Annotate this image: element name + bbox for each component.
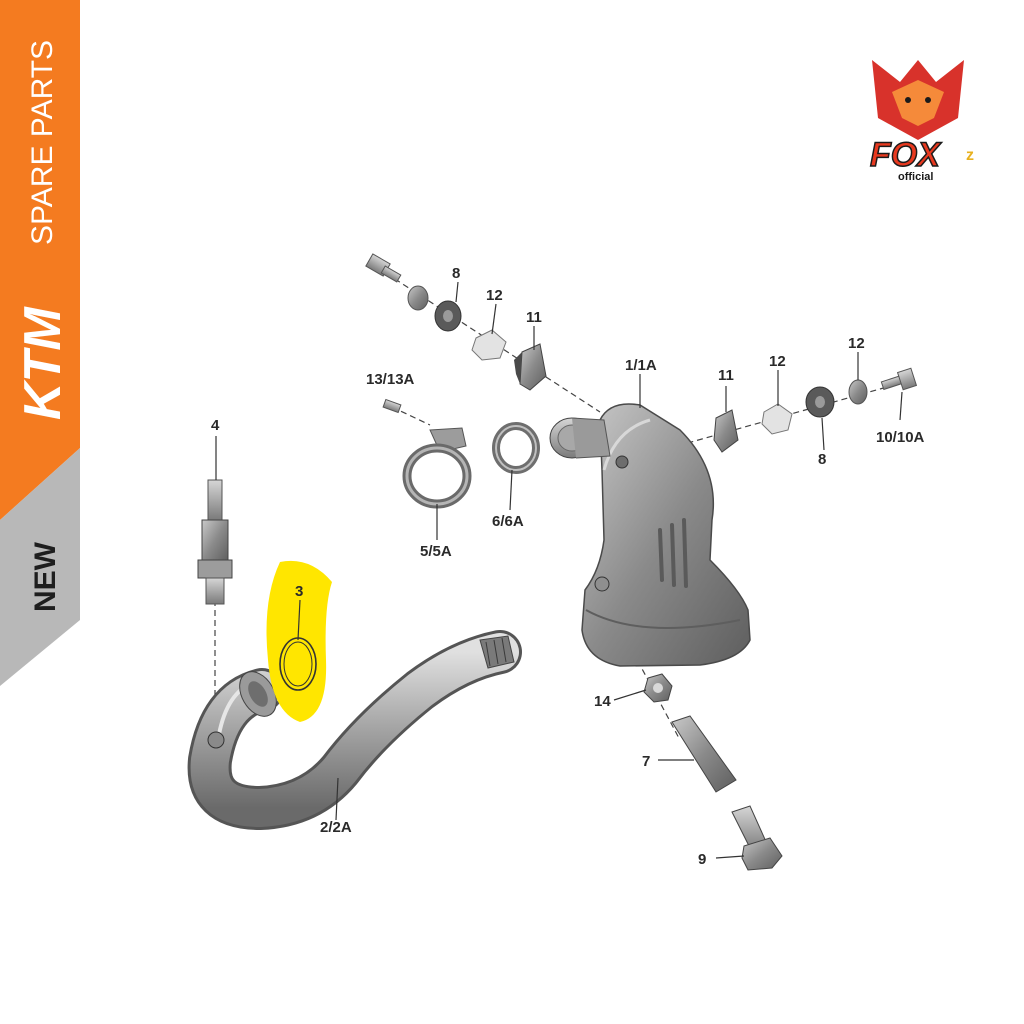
clamp-13-13a	[382, 398, 402, 414]
right-hardware-stack	[713, 367, 918, 453]
spacer-7	[671, 715, 737, 793]
callout-14: 14	[594, 693, 611, 710]
callout-7: 7	[642, 753, 650, 770]
banner-category-text: SPARE PARTS	[26, 40, 59, 245]
fox-logo-tag: official	[898, 171, 933, 183]
bracket-11b	[713, 409, 739, 453]
left-banner: KTM SPARE PARTS NEW	[0, 0, 80, 686]
callout-8b: 8	[818, 451, 826, 468]
fox-logo-superscript: z	[966, 147, 974, 164]
callout-6-6a: 6/6A	[492, 513, 524, 530]
callout-5-5a: 5/5A	[420, 543, 452, 560]
upper-hardware-stack	[365, 253, 547, 391]
callout-11a: 11	[526, 309, 542, 326]
bolt-10-10a	[880, 367, 918, 391]
fox-watermark-logo: FOX z official	[862, 48, 978, 183]
bolt-top	[365, 253, 402, 283]
callout-12c: 12	[848, 335, 865, 352]
banner-orange-section	[0, 0, 80, 520]
clamp-5-5a	[402, 427, 472, 509]
fox-logo-text: FOX	[870, 136, 942, 174]
pipe-outlet-spring-end	[479, 635, 515, 669]
rubber-grommet-8a	[434, 300, 462, 332]
sensor-boss	[207, 731, 225, 749]
callout-labels: 1/1A 2/2A 3 4 5/5A 6/6A 7 8 8 9 10/10A 1…	[211, 265, 925, 868]
banner-new-badge: NEW	[29, 541, 62, 612]
callout-12b: 12	[769, 353, 786, 370]
callout-4: 4	[211, 417, 220, 434]
bolt-9	[731, 805, 783, 871]
banner-grey-section	[0, 448, 80, 686]
callout-3: 3	[295, 583, 303, 600]
washer-12b	[761, 403, 793, 435]
callout-11b: 11	[718, 367, 734, 384]
sleeve-6-6a	[492, 422, 540, 474]
callout-13-13a: 13/13A	[366, 371, 415, 388]
bracket-11a	[514, 343, 547, 391]
nut-14	[643, 673, 673, 703]
muffler-inlet	[549, 417, 611, 459]
highlight-gasket-3	[266, 560, 332, 722]
sensor-4	[197, 479, 233, 605]
fox-face-icon	[892, 80, 944, 126]
callout-8a: 8	[452, 265, 460, 282]
washer-top	[407, 285, 429, 311]
banner-brand-logo: KTM	[14, 306, 72, 420]
leader-lines	[215, 281, 903, 859]
lower-hardware-stack	[643, 673, 783, 871]
header-pipe-2-2a	[187, 630, 522, 831]
rubber-grommet-8b	[805, 386, 835, 418]
washer-12c	[848, 379, 868, 405]
washer-12a	[471, 329, 507, 361]
callout-12a: 12	[486, 287, 503, 304]
muffler-1-1a	[549, 403, 751, 667]
pipe-flange	[239, 671, 277, 717]
callout-1-1a: 1/1A	[625, 357, 657, 374]
callout-2-2a: 2/2A	[320, 819, 352, 836]
callout-9: 9	[698, 851, 706, 868]
callout-10-10a: 10/10A	[876, 429, 925, 446]
